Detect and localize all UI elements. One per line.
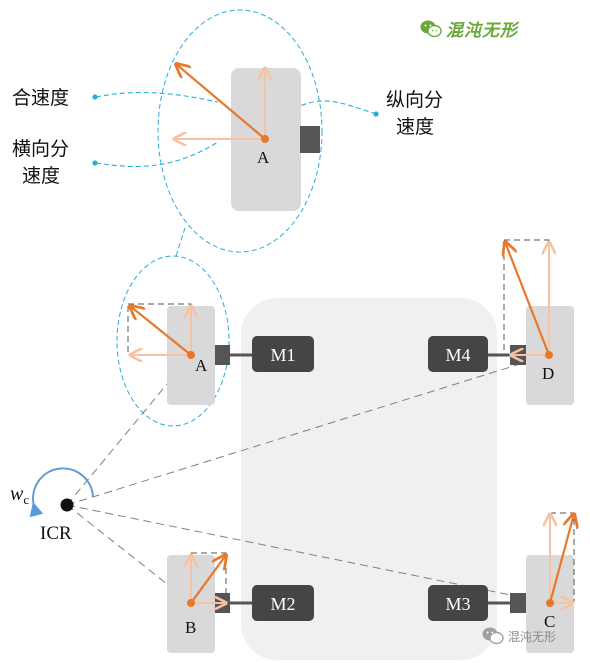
motor-mount bbox=[215, 345, 230, 365]
callout-leaders bbox=[95, 91, 377, 167]
wheel-center-dot bbox=[187, 599, 195, 607]
wheel-center-dot bbox=[187, 351, 195, 359]
motor-mount bbox=[510, 593, 526, 613]
wheel-center-dot bbox=[546, 599, 554, 607]
callout-longitudinal-line2: 速度 bbox=[396, 116, 434, 138]
wheel-label: A bbox=[257, 148, 270, 167]
wheel-c: C bbox=[488, 513, 574, 653]
callout-longitudinal-line1: 纵向分 bbox=[386, 89, 443, 111]
watermark: 混沌无形 bbox=[482, 626, 556, 646]
watermark-text: 混沌无形 bbox=[508, 629, 557, 644]
motor-label: M2 bbox=[270, 594, 295, 614]
motor-label: M1 bbox=[270, 345, 295, 365]
icr-dot bbox=[60, 498, 74, 512]
motor-label: M4 bbox=[445, 345, 470, 365]
resultant-velocity-arrow bbox=[190, 555, 226, 604]
wheel-label: A bbox=[195, 356, 208, 375]
wheel-b: B bbox=[167, 553, 252, 653]
callout-dot-lateral bbox=[92, 160, 98, 166]
resultant-velocity-arrow bbox=[548, 514, 574, 604]
angular-velocity-symbol: wc bbox=[10, 483, 29, 507]
robot-chassis bbox=[241, 298, 497, 660]
motor-mount bbox=[300, 126, 320, 153]
wheel-a-zoomed: A bbox=[174, 64, 320, 211]
icr-label: ICR bbox=[40, 523, 72, 544]
wheel-center-dot bbox=[261, 135, 269, 143]
wheel-a-highlight-ellipse bbox=[116, 255, 230, 427]
zoom-ellipse bbox=[157, 9, 323, 253]
motor-m2: M2 bbox=[252, 585, 314, 621]
brand-logo: 混沌无形 bbox=[420, 16, 518, 41]
callout-dot-resultant bbox=[92, 94, 98, 100]
wechat-icon bbox=[482, 627, 504, 645]
resultant-velocity-arrow bbox=[130, 306, 192, 356]
zoom-connector-line bbox=[175, 227, 186, 257]
motor-label: M3 bbox=[445, 594, 470, 614]
callout-resultant-velocity: 合速度 bbox=[12, 87, 69, 109]
wheel-d: D bbox=[488, 240, 574, 405]
wheel-label: B bbox=[185, 618, 196, 637]
motor-m4: M4 bbox=[428, 336, 488, 372]
motor-m3: M3 bbox=[428, 585, 488, 621]
wheel-a: A bbox=[128, 304, 252, 405]
callout-lateral-line1: 横向分 bbox=[12, 138, 69, 160]
icr-point: wc ICR bbox=[10, 467, 94, 544]
wheel-center-dot bbox=[545, 351, 553, 359]
resultant-velocity-arrow bbox=[505, 242, 551, 356]
rotation-direction-arrow bbox=[29, 467, 94, 518]
wechat-icon bbox=[420, 20, 442, 37]
callout-lateral-line2: 速度 bbox=[22, 165, 60, 187]
brand-name: 混沌无形 bbox=[446, 21, 518, 41]
wheel-label: C bbox=[544, 612, 555, 631]
resultant-velocity-arrow bbox=[176, 64, 266, 140]
wheel-label: D bbox=[542, 364, 554, 383]
callout-dot-longitudinal bbox=[373, 111, 379, 117]
motor-m1: M1 bbox=[252, 336, 314, 372]
